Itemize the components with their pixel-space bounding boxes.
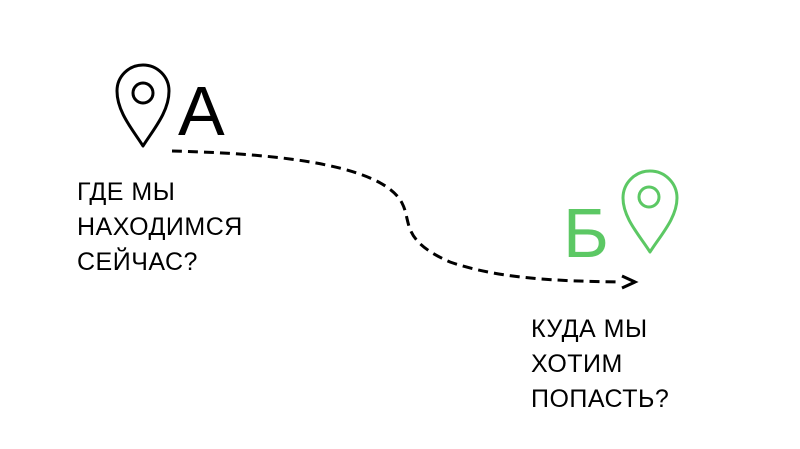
start-caption-line: ГДЕ МЫ [77, 178, 176, 206]
end-caption-line: КУДА МЫ [531, 315, 648, 343]
start-pin-icon [115, 63, 171, 148]
start-caption-line: СЕЙЧАС? [77, 248, 198, 276]
end-caption-line: ХОТИМ [531, 350, 623, 378]
start-point-letter: А [178, 72, 225, 150]
route-arrowhead-icon [621, 274, 639, 290]
end-caption-line: ПОПАСТЬ? [531, 385, 670, 413]
end-pin-icon [621, 169, 679, 254]
start-caption-line: НАХОДИМСЯ [77, 213, 243, 241]
end-point-letter: Б [563, 194, 609, 272]
route-dashed-path [171, 149, 621, 284]
start-caption: ГДЕ МЫ НАХОДИМСЯ СЕЙЧАС? [77, 175, 243, 280]
end-caption: КУДА МЫ ХОТИМ ПОПАСТЬ? [531, 312, 669, 417]
